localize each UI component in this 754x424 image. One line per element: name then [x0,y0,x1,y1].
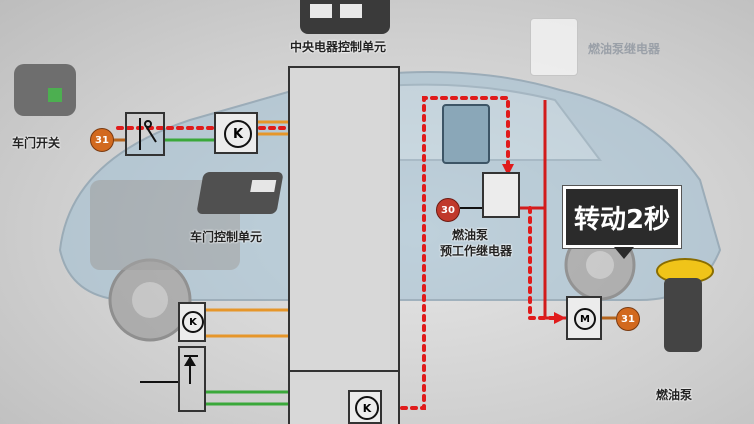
k-module-lower: K [178,302,206,342]
fuel-pump-relay-label: 燃油泵继电器 [588,42,661,56]
central-unit-device-image [300,0,390,34]
door-switch-symbol [139,118,157,150]
central-control-unit-bottom-section [288,370,400,424]
fuel-pump-relay-image [530,18,578,76]
door-control-unit-label: 车门控制单元 [190,230,263,244]
relay-terminal-badge: 30 [436,198,460,222]
door-switch-label: 车门开关 [12,136,61,150]
k-module-ecu-bottom-symbol: K [355,396,379,420]
rotation-callout: 转动2秒 [563,186,681,259]
prework-relay-label-line2: 预工作继电器 [440,244,513,258]
door-switch-image [14,64,76,116]
arrow-symbol [184,355,198,384]
motor-box: M [566,296,602,340]
door-switch-ground-badge: 31 [90,128,114,152]
prework-relay-label-line1: 燃油泵 [452,228,489,242]
arrow-module-lower [178,346,206,412]
k-module-ecu-bottom: K [348,390,382,424]
fuel-pump-image [650,258,716,362]
k-module-top-symbol: K [224,120,252,148]
k-module-top: K [214,112,258,154]
prework-relay-image [442,104,490,164]
central-unit-label: 中央电器控制单元 [290,40,387,54]
prework-relay-symbol-box [482,172,520,218]
motor-symbol: M [574,308,596,330]
k-module-lower-symbol: K [182,311,204,333]
pump-ground-badge: 31 [616,307,640,331]
door-switch-symbol-box [125,112,165,156]
central-control-unit [288,66,400,424]
fuel-pump-label: 燃油泵 [656,388,693,402]
door-control-unit-image [196,172,284,214]
